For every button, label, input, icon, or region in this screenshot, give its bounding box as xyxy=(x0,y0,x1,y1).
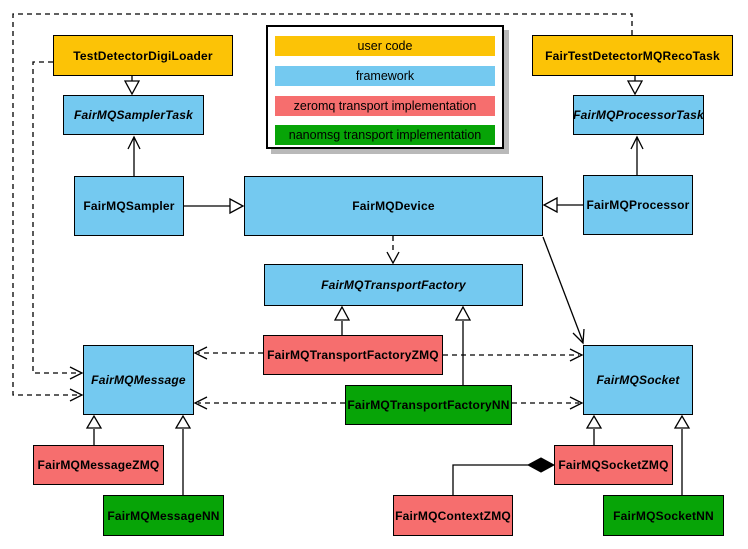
edge-association-device-socket xyxy=(542,236,585,345)
edge-dependency-factoryzmq-socket xyxy=(443,348,584,362)
edge-inheritance-socketnn-socket xyxy=(673,414,691,495)
edge-inheritance-socketzmq-socket xyxy=(585,414,603,445)
node-fairmq-socket-zmq: FairMQSocketZMQ xyxy=(554,445,673,485)
node-fairmq-transport-factory-nn: FairMQTransportFactoryNN xyxy=(345,385,512,425)
node-fairmq-context-zmq: FairMQContextZMQ xyxy=(393,495,513,536)
edge-inheritance-messagenn-message xyxy=(174,414,192,495)
edge-association-processor-processortask xyxy=(630,135,644,175)
node-fairmq-sampler: FairMQSampler xyxy=(74,176,184,236)
node-fairmq-sampler-task: FairMQSamplerTask xyxy=(63,95,204,135)
node-fairmq-transport-factory-zmq: FairMQTransportFactoryZMQ xyxy=(263,335,443,375)
edge-association-sampler-samplertask xyxy=(127,135,141,176)
edge-inheritance-sampler-device xyxy=(184,197,245,215)
node-test-detector-digi-loader: TestDetectorDigiLoader xyxy=(53,35,233,76)
legend-item-nanomsg: nanomsg transport implementation xyxy=(275,125,495,145)
legend-item-zeromq: zeromq transport implementation xyxy=(275,96,495,116)
node-fairmq-transport-factory: FairMQTransportFactory xyxy=(264,264,523,306)
edge-inheritance-processor-device xyxy=(542,196,583,214)
edge-composition-contextzmq-socketzmq xyxy=(452,457,556,495)
edge-dependency-recotask-message xyxy=(12,13,633,402)
legend: user code framework zeromq transport imp… xyxy=(266,25,504,149)
edge-dependency-factorynn-message xyxy=(193,396,345,410)
node-fairmq-processor-task: FairMQProcessorTask xyxy=(573,95,704,135)
node-fair-test-detector-mq-reco-task: FairTestDetectorMQRecoTask xyxy=(532,35,733,76)
legend-item-framework: framework xyxy=(275,66,495,86)
edge-inheritance-recotask-processortask xyxy=(626,76,644,96)
edge-dependency-digiloader-message xyxy=(32,61,84,380)
node-fairmq-message: FairMQMessage xyxy=(83,345,194,415)
node-fairmq-processor: FairMQProcessor xyxy=(583,175,693,235)
node-fairmq-message-zmq: FairMQMessageZMQ xyxy=(33,445,164,485)
edge-inheritance-messagezmq-message xyxy=(85,414,103,445)
edge-dependency-device-factory xyxy=(386,236,400,265)
edge-inheritance-digiloader-samplertask xyxy=(123,76,141,96)
legend-item-user-code: user code xyxy=(275,36,495,56)
edge-inheritance-factoryzmq-factory xyxy=(333,305,351,335)
node-fairmq-socket: FairMQSocket xyxy=(583,345,693,415)
edge-dependency-factorynn-socket xyxy=(512,396,584,410)
edge-dependency-factoryzmq-message xyxy=(193,346,263,360)
node-fairmq-device: FairMQDevice xyxy=(244,176,543,236)
edge-inheritance-factorynn-factory xyxy=(454,305,472,385)
node-fairmq-socket-nn: FairMQSocketNN xyxy=(603,495,724,536)
node-fairmq-message-nn: FairMQMessageNN xyxy=(103,495,224,536)
